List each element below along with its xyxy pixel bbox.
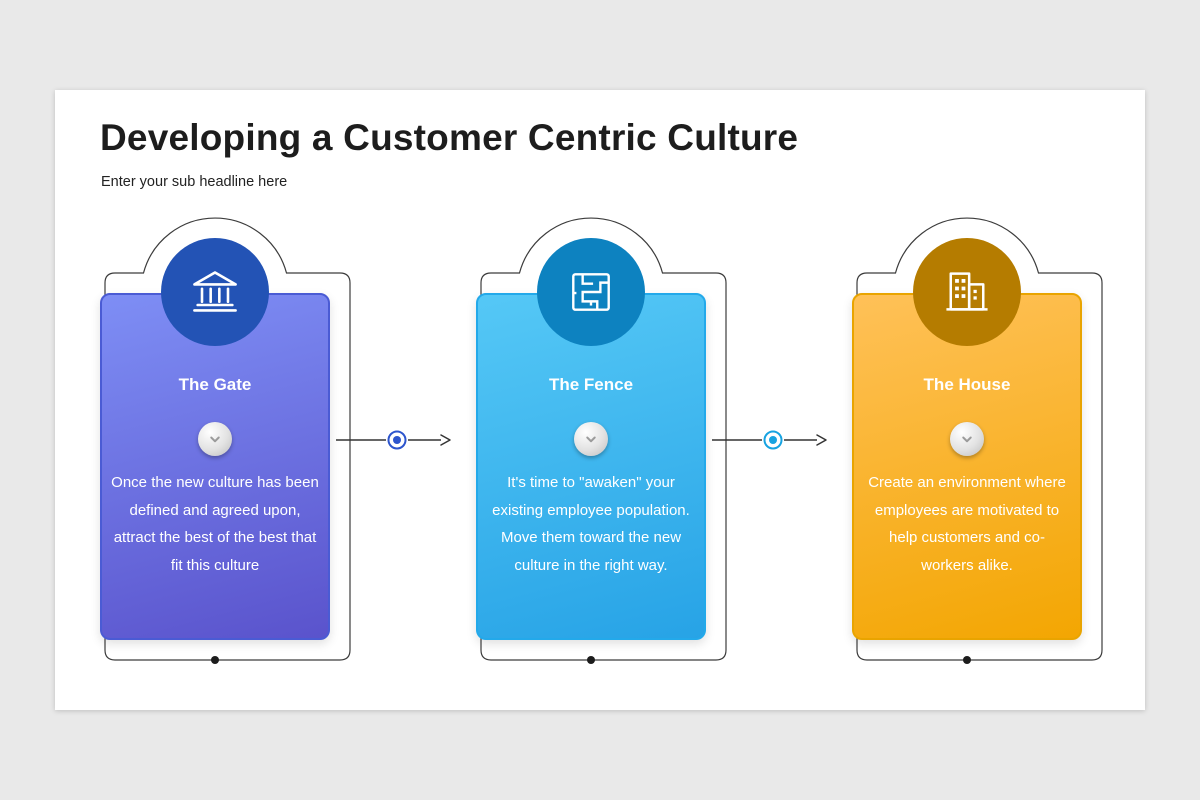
chevron-down-button[interactable] bbox=[950, 422, 984, 456]
card-body: Create an environment where employees ar… bbox=[868, 474, 1066, 574]
chevron-down-icon bbox=[586, 436, 596, 443]
bottom-dot bbox=[211, 656, 219, 664]
stage-card-fence: The Fence It's time to "awaken" your exi… bbox=[466, 210, 746, 690]
chevron-down-button[interactable] bbox=[574, 422, 608, 456]
card: The House Create an environment where em… bbox=[852, 293, 1082, 640]
bank-icon bbox=[193, 271, 237, 312]
connector-arrow bbox=[712, 430, 827, 450]
chevron-down-icon bbox=[210, 436, 220, 443]
page-title: Developing a Customer Centric Culture bbox=[100, 117, 799, 158]
outline-frame bbox=[856, 217, 1103, 664]
outline-frame bbox=[104, 217, 351, 664]
card: The Gate Once the new culture has been d… bbox=[100, 293, 330, 640]
card-body: It's time to "awaken" your existing empl… bbox=[492, 474, 690, 574]
card-title: The Gate bbox=[178, 375, 252, 394]
chevron-down-button[interactable] bbox=[198, 422, 232, 456]
outline-frame bbox=[480, 217, 727, 664]
buildings-icon bbox=[946, 272, 988, 311]
card-icon-circle bbox=[161, 238, 269, 346]
card-body: Once the new culture has been defined an… bbox=[111, 474, 319, 574]
card-title: The Fence bbox=[548, 375, 634, 394]
bottom-dot bbox=[963, 656, 971, 664]
card-title: The House bbox=[923, 375, 1011, 394]
card-icon-circle bbox=[913, 238, 1021, 346]
chevron-down-icon bbox=[962, 436, 972, 443]
stage-card-house: The House Create an environment where em… bbox=[842, 210, 1122, 690]
card-icon-circle bbox=[537, 238, 645, 346]
page-subtitle: Enter your sub headline here bbox=[101, 174, 288, 190]
card: The Fence It's time to "awaken" your exi… bbox=[476, 293, 706, 640]
maze-icon bbox=[572, 273, 610, 311]
slide-canvas: Developing a Customer Centric Culture En… bbox=[55, 90, 1145, 710]
connector-arrow bbox=[336, 430, 451, 450]
bottom-dot bbox=[587, 656, 595, 664]
stage-card-gate: The Gate Once the new culture has been d… bbox=[90, 210, 370, 690]
